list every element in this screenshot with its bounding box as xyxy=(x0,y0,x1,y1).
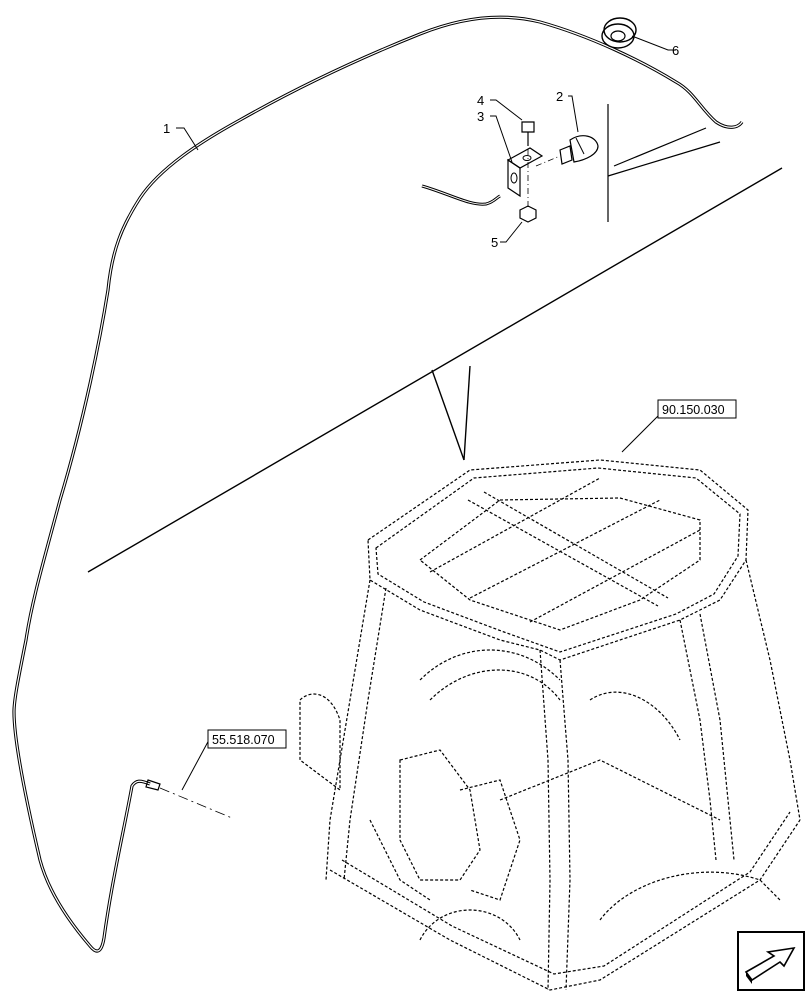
cab-frame-reference-label: 90.150.030 xyxy=(662,403,725,417)
cab-frame xyxy=(299,459,801,991)
grommet xyxy=(601,17,637,49)
callout-2: 2 xyxy=(556,89,563,104)
callout-4: 4 xyxy=(477,93,484,108)
next-page-arrow-icon[interactable] xyxy=(737,931,805,991)
detail-indicator xyxy=(607,104,721,222)
nozzle-assembly xyxy=(421,121,599,223)
hose-end-reference-label: 55.518.070 xyxy=(212,733,275,747)
callout-leaders xyxy=(176,35,676,243)
callout-5: 5 xyxy=(491,235,498,250)
callout-6: 6 xyxy=(672,43,679,58)
cab-frame-reference[interactable]: 90.150.030 xyxy=(657,399,737,419)
view-divider xyxy=(87,167,783,573)
callout-3: 3 xyxy=(477,109,484,124)
hose-end-reference[interactable]: 55.518.070 xyxy=(207,729,287,749)
reference-leaders xyxy=(181,413,661,791)
washer-hose xyxy=(12,15,744,953)
callout-1: 1 xyxy=(163,121,170,136)
